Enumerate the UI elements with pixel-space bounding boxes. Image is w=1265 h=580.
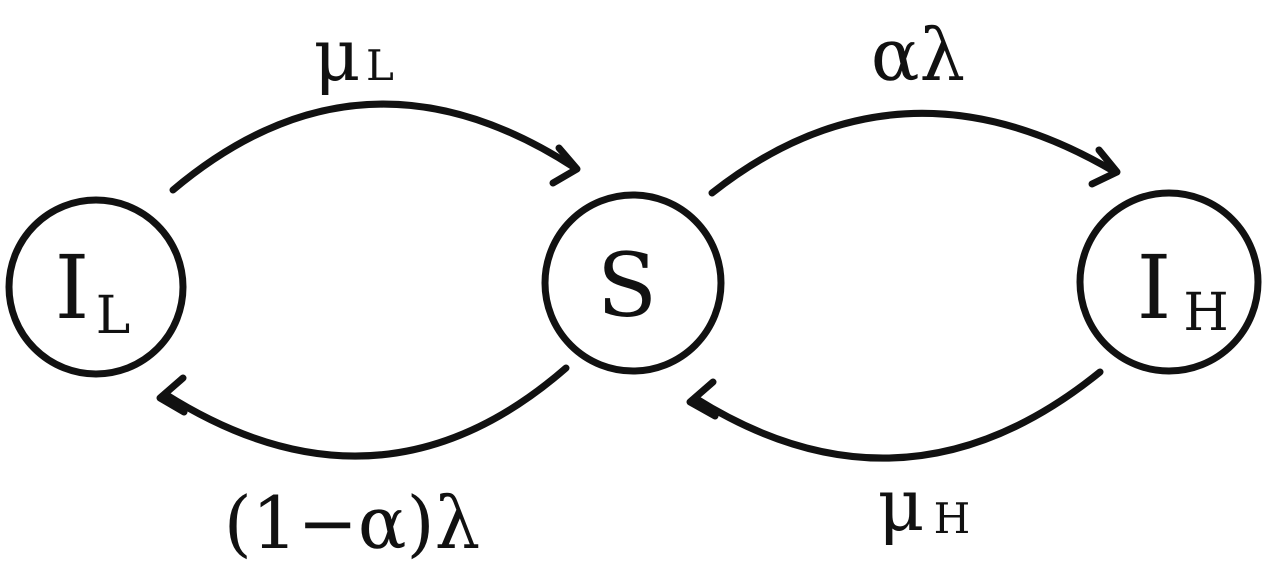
node-IL-label: I bbox=[55, 236, 90, 339]
edge-S-to-IH-arc bbox=[708, 109, 1119, 197]
edge-S-to-IH-arrowhead bbox=[1088, 146, 1121, 188]
edge-S-to-IL-arrowhead bbox=[156, 374, 188, 416]
edge-label-mu-H-main: μ bbox=[878, 463, 925, 547]
edge-label-mu-H: μ H bbox=[878, 463, 971, 547]
node-IH-circle bbox=[1076, 189, 1262, 375]
node-IH: I H bbox=[1076, 189, 1262, 375]
node-IL-circle bbox=[5, 196, 187, 378]
edge-IL-to-S-arrowhead bbox=[549, 144, 581, 187]
edge-label-one-minus-alpha-lambda: (1−α)λ bbox=[224, 481, 481, 565]
edge-S-to-IH bbox=[708, 109, 1121, 197]
edge-label-mu-L-main: μ bbox=[314, 13, 361, 97]
edge-IH-to-S bbox=[686, 368, 1104, 462]
node-IH-main: I bbox=[1137, 236, 1172, 339]
node-IL-sub: L bbox=[96, 286, 131, 346]
edge-S-to-IL-arc bbox=[161, 364, 570, 460]
node-S-label: S bbox=[597, 234, 657, 337]
edge-IL-to-S bbox=[169, 100, 581, 194]
edge-label-mu-H-sub: H bbox=[934, 494, 971, 543]
edge-label-alpha-lambda: αλ bbox=[871, 13, 965, 97]
edge-IH-to-S-arrowhead bbox=[686, 378, 719, 420]
node-IL-main: I bbox=[55, 236, 90, 339]
node-IH-sub: H bbox=[1183, 283, 1228, 343]
edge-S-to-IL bbox=[156, 364, 570, 460]
node-S: S bbox=[541, 191, 725, 375]
node-S-circle bbox=[541, 191, 725, 375]
edge-IH-to-S-arc bbox=[691, 368, 1104, 462]
edge-IL-to-S-arc bbox=[169, 100, 579, 194]
node-IL: I L bbox=[5, 196, 187, 378]
edge-label-mu-L: μ L bbox=[314, 13, 394, 97]
edge-label-mu-L-sub: L bbox=[366, 41, 394, 90]
